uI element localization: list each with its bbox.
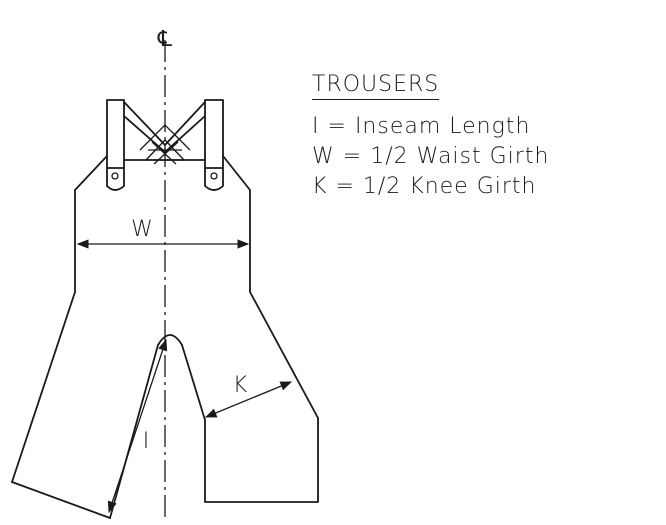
- legend-symbol: I: [312, 114, 320, 139]
- legend-item-inseam: I = Inseam Length: [312, 112, 549, 142]
- centerline-symbol: ℄: [157, 27, 173, 52]
- legend-text: Inseam Length: [354, 114, 531, 139]
- legend-title: TROUSERS: [312, 72, 440, 100]
- legend-symbol: K: [312, 174, 328, 199]
- right-strap: [204, 99, 224, 191]
- legend-item-waist: W = 1/2 Waist Girth: [312, 142, 549, 172]
- knee-dimension: K: [204, 373, 293, 418]
- cross-straps: [123, 101, 206, 165]
- waist-label: W: [131, 217, 153, 242]
- legend-text: 1/2 Waist Girth: [370, 144, 550, 169]
- legend-symbol: W: [312, 144, 335, 169]
- left-strap: [106, 99, 125, 191]
- legend-separator: =: [342, 144, 363, 169]
- legend-separator: =: [335, 174, 355, 199]
- inseam-label: I: [143, 429, 150, 454]
- legend-item-knee: K = 1/2 Knee Girth: [312, 172, 549, 202]
- legend-separator: =: [327, 114, 347, 139]
- legend: TROUSERS I = Inseam Length W = 1/2 Waist…: [312, 72, 549, 202]
- inseam-dimension: I: [107, 338, 168, 514]
- waist-dimension: W: [76, 217, 250, 249]
- legend-text: 1/2 Knee Girth: [362, 174, 537, 199]
- knee-label: K: [233, 373, 248, 398]
